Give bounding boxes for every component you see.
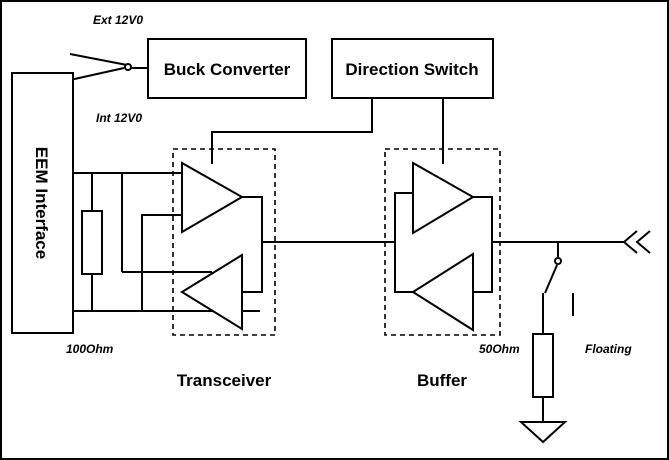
transceiver-caption: Transceiver — [177, 371, 272, 390]
output-connector-inner — [635, 230, 651, 254]
resistor-50ohm — [532, 333, 554, 398]
rx-output-wire — [141, 214, 182, 311]
resistor-100-label: 100Ohm — [66, 342, 114, 356]
selector-switch-pivot — [124, 63, 132, 71]
ground-icon — [518, 421, 568, 444]
selector-switch-blade — [69, 67, 125, 81]
buffer-reverse-driver — [411, 252, 474, 332]
buffer-forward-driver — [412, 161, 475, 235]
int-supply-label: Int 12V0 — [96, 111, 142, 125]
eem-interface-box — [11, 72, 74, 334]
eem-interface-label: EEM Interface — [32, 147, 51, 259]
buck-converter-label: Buck Converter — [164, 60, 291, 79]
resistor-100ohm — [81, 210, 103, 275]
ext-supply-wire — [69, 53, 128, 66]
output-connector-outer — [622, 230, 638, 254]
ext-supply-label: Ext 12V0 — [93, 13, 143, 27]
direction-switch-label: Direction Switch — [345, 60, 478, 79]
transceiver-tx-driver — [181, 161, 245, 234]
buffer-left-wire — [394, 192, 413, 293]
termination-switch-blade — [544, 264, 558, 294]
termination-switch-pivot — [554, 257, 562, 265]
transceiver-loop-wire — [242, 196, 263, 293]
buck-converter-box — [147, 38, 307, 99]
buffer-right-wire — [473, 196, 493, 293]
transceiver-rx-driver — [180, 253, 243, 331]
transceiver-control-line — [211, 98, 373, 164]
resistor-50-label: 50Ohm — [479, 342, 520, 356]
buffer-caption: Buffer — [417, 371, 467, 390]
floating-label: Floating — [585, 342, 632, 356]
direction-switch-box — [331, 38, 494, 99]
